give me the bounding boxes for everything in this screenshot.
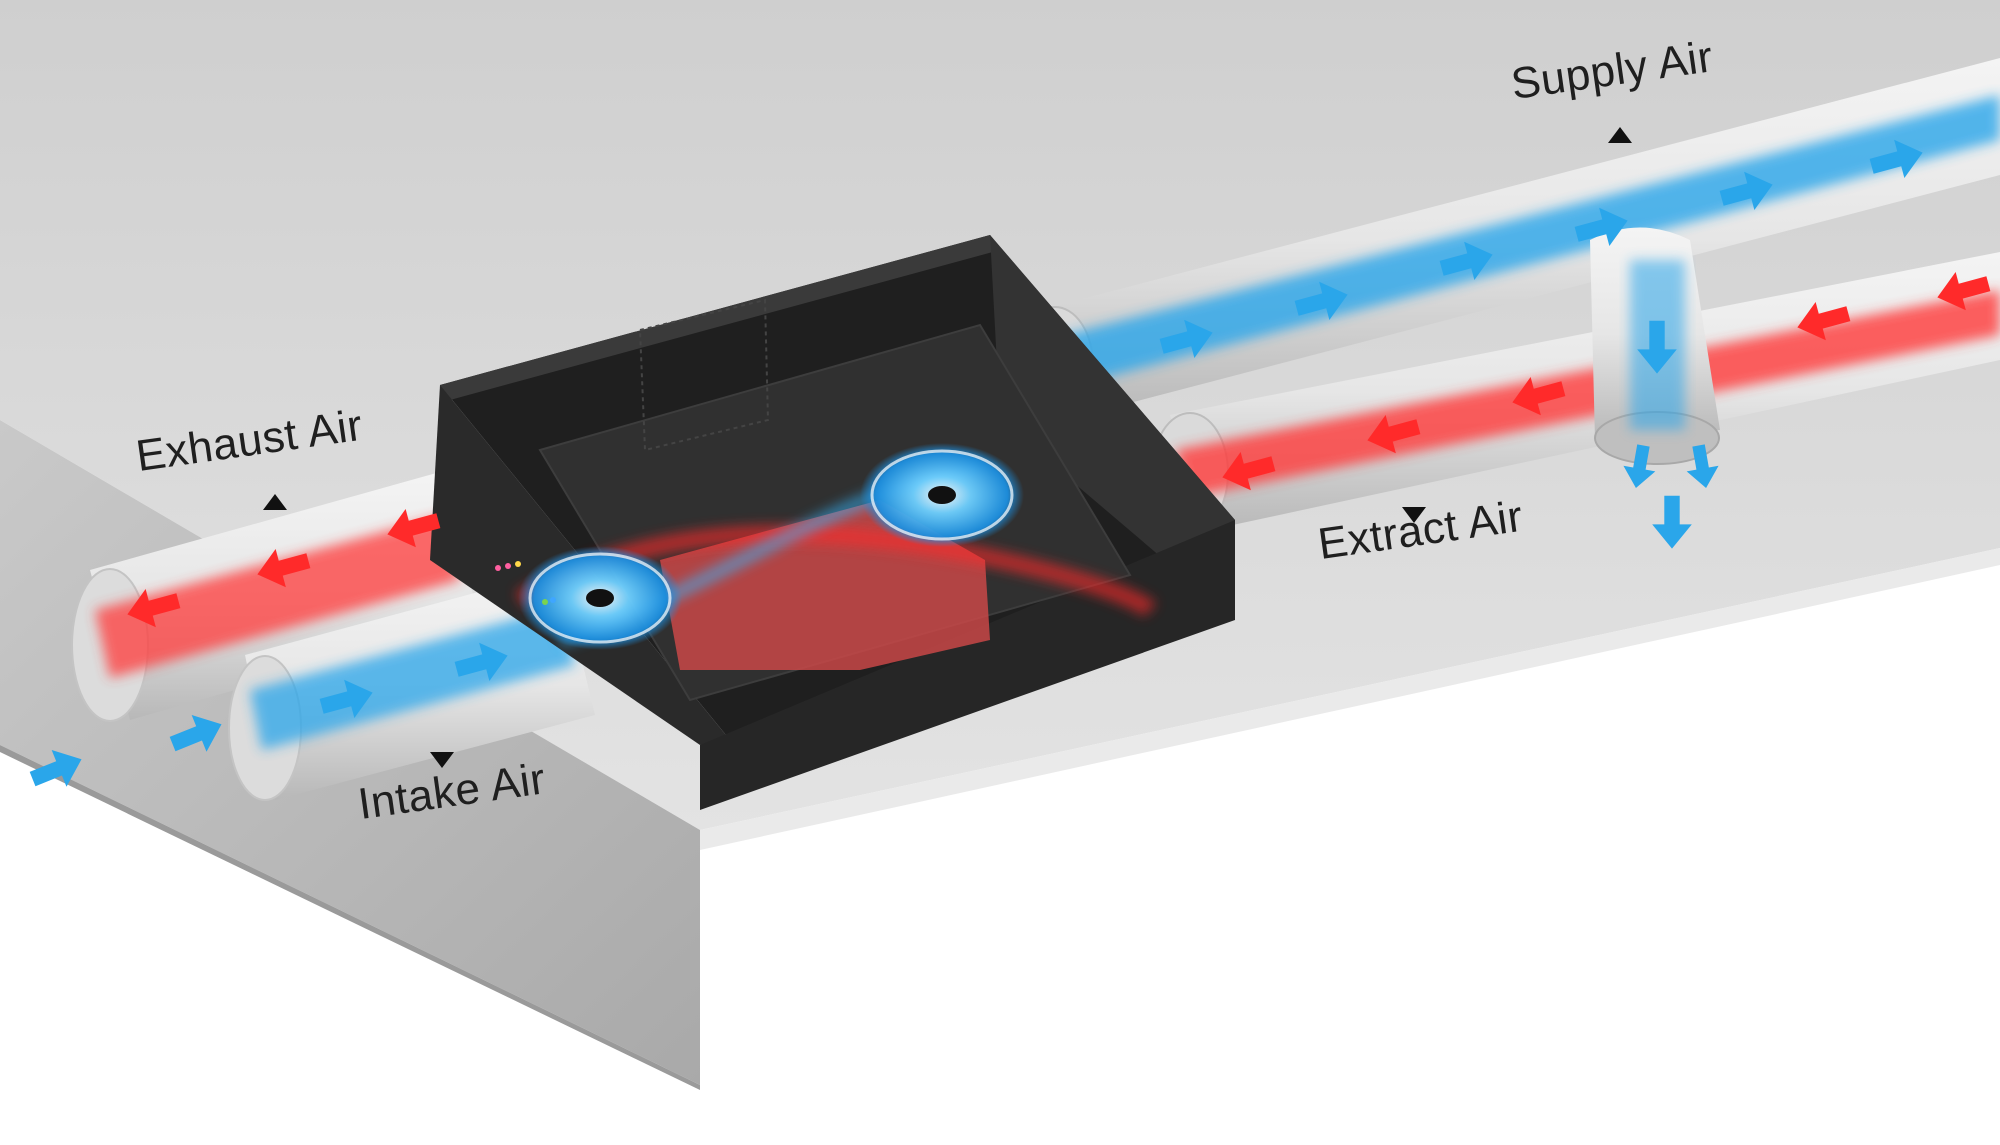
extract-arrow-icon: [1797, 302, 1851, 341]
intake-arrow-icon: [319, 679, 373, 718]
exhaust-arrow-icon: [257, 549, 311, 588]
intake-duct: [228, 570, 595, 801]
exhaust-arrow-icon: [387, 509, 441, 548]
supply-fan-icon: [860, 443, 1024, 547]
supply-arrow-icon: [1574, 207, 1628, 246]
supply-down-arrow-icon: [1686, 444, 1719, 489]
intake-air-pointer-icon: [430, 752, 454, 768]
extract-arrow-icon: [1367, 415, 1421, 454]
intake-arrow-icon: [169, 714, 222, 752]
extract-arrow-icon: [1512, 377, 1566, 416]
supply-down-arrow-icon: [1623, 444, 1656, 489]
intake-arrow-icon: [29, 749, 82, 787]
extract-air-pointer-icon: [1402, 507, 1426, 523]
airflow-arrows: [29, 139, 1991, 787]
supply-arrow-icon: [1869, 139, 1923, 178]
supply-arrow-icon: [1439, 241, 1493, 280]
exhaust-air-pointer-icon: [263, 494, 287, 510]
indicator-lights: [495, 561, 556, 605]
extract-arrow-icon: [1222, 452, 1276, 491]
supply-arrow-icon: [1294, 281, 1348, 320]
supply-air-pointer-icon: [1608, 127, 1632, 143]
exhaust-duct: [71, 472, 480, 722]
intake-arrow-icon: [454, 642, 508, 681]
extract-arrow-icon: [1937, 272, 1991, 311]
supply-down-arrow-icon: [1652, 495, 1692, 549]
supply-arrow-icon: [1719, 171, 1773, 210]
exhaust-fan-icon: [518, 546, 682, 650]
supply-arrow-icon: [1159, 319, 1213, 358]
exhaust-arrow-icon: [127, 589, 181, 628]
supply-down-arrow-icon: [1637, 320, 1677, 374]
hrv-unit: [430, 235, 1235, 810]
